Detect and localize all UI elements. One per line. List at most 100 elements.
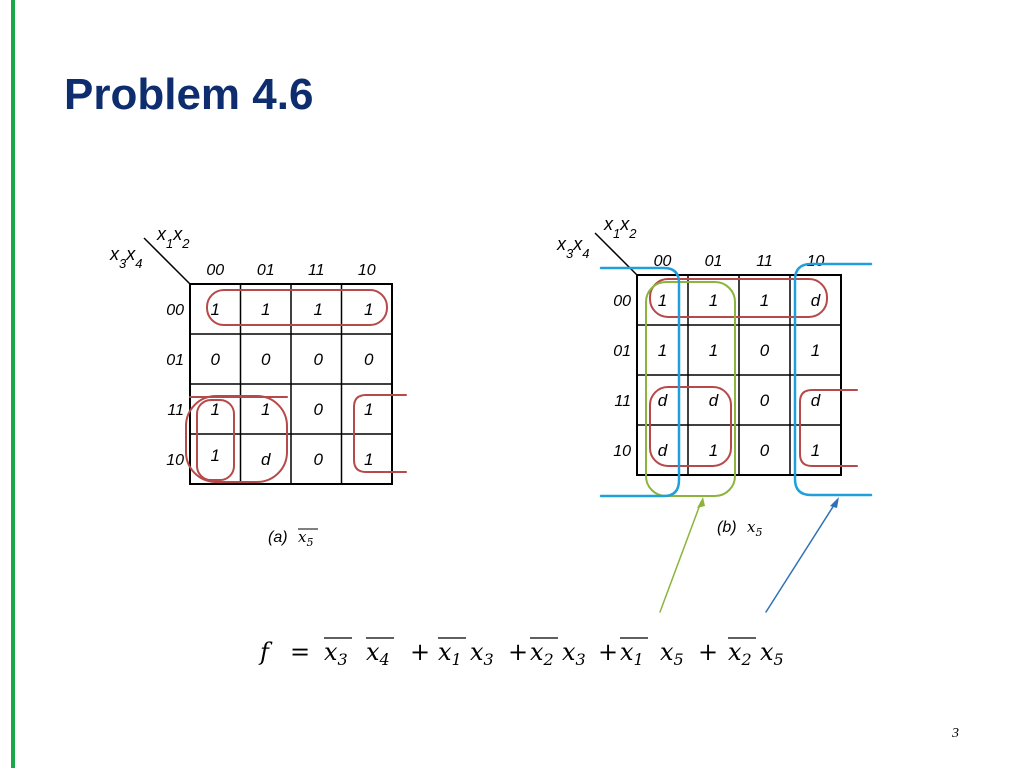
var-letter: x [298, 528, 307, 546]
var-index: 4 [379, 650, 390, 669]
equation-literal: x3 [562, 638, 586, 669]
map_b-col-label: 10 [807, 253, 825, 270]
map_a-corner-diagonal [143, 237, 191, 285]
arrow-blue [765, 501, 837, 613]
map_b-cell: 0 [760, 441, 770, 460]
equation-plus: + [598, 638, 618, 666]
var-index: 4 [135, 256, 142, 271]
map_a-cell: 1 [261, 300, 270, 319]
map_a-col-label: 00 [206, 262, 224, 279]
var-letter: x [125, 244, 136, 264]
var-letter: x [438, 638, 452, 666]
map_a-cell: 0 [261, 350, 271, 369]
map_a-cell: 0 [364, 350, 374, 369]
map-b-loop-top-row [649, 278, 828, 318]
equation-literal: x1 [620, 638, 644, 669]
map_a-cell: 0 [211, 350, 221, 369]
var-letter: x [728, 638, 742, 666]
map_a-cell: 1 [261, 400, 270, 419]
var-letter: x [470, 638, 484, 666]
map_a-col-label: 01 [257, 262, 275, 279]
map_b-cell: 1 [658, 341, 667, 360]
var-index: 5 [674, 650, 684, 669]
map-a-loop-col00-bottom [196, 399, 235, 481]
map_b-col-label: 00 [654, 253, 672, 270]
var-letter: x [747, 518, 756, 536]
var-letter: x [530, 638, 544, 666]
map_a-row-variables: x3x4 [109, 244, 142, 271]
map_b-cell: 1 [709, 441, 718, 460]
var-letter: x [660, 638, 674, 666]
var-letter: x [109, 244, 120, 264]
var-index: 5 [755, 526, 762, 539]
map-b-loop-blue-left [599, 266, 681, 498]
map_b-cell: d [658, 391, 668, 410]
equation-literal: x5 [660, 638, 684, 669]
map_a-cell: d [261, 450, 271, 469]
map_b-col-label: 11 [756, 253, 773, 270]
var-index: 3 [484, 650, 494, 669]
var-letter: x [620, 638, 634, 666]
map_a-col-label: 10 [358, 262, 376, 279]
equation-literal: x2 [728, 638, 752, 669]
map_a-cell: 1 [364, 400, 373, 419]
map_a-cell: 1 [211, 446, 220, 465]
var-letter: x [562, 638, 576, 666]
map_a-cell: 1 [364, 450, 373, 469]
var-index: 3 [566, 246, 574, 261]
map_a-row-label: 10 [166, 452, 184, 469]
map_b-cell: 1 [658, 291, 667, 310]
map_b-row-label: 11 [614, 393, 631, 410]
map_a-column-variables: x1x2 [156, 224, 190, 251]
map_a-cell: 1 [364, 300, 373, 319]
slide-accent-bar [11, 0, 15, 768]
arrow-green [659, 501, 702, 613]
map-b-loop-d-pair [649, 386, 732, 467]
var-letter: x [556, 234, 567, 254]
map-b-loop-wrap-right [799, 389, 858, 467]
map_a-row-label: 00 [166, 302, 184, 319]
map_b-row-label: 00 [613, 293, 631, 310]
map_b-cell: 1 [811, 341, 820, 360]
equation-literal: x3 [470, 638, 494, 669]
var-letter: x [619, 214, 630, 234]
var-letter: x [324, 638, 338, 666]
equation-lhs: f [258, 638, 273, 666]
equation-literal: x2 [530, 638, 554, 669]
var-index: 3 [338, 650, 348, 669]
map_a-caption-variable: x5 [298, 528, 313, 549]
var-letter: x [603, 214, 614, 234]
var-index: 1 [452, 650, 462, 669]
map-a-loop-top-row [206, 289, 388, 326]
map-b-loop-blue-right [793, 262, 873, 497]
var-index: 5 [774, 650, 784, 669]
var-index: 1 [613, 226, 620, 241]
var-index: 1 [634, 650, 644, 669]
var-letter: x [366, 638, 380, 666]
var-index: 1 [166, 236, 173, 251]
map_a-caption-label: (a) [268, 529, 288, 546]
map_b-cell: d [709, 391, 719, 410]
map_a-cell: 1 [211, 400, 220, 419]
var-letter: x [172, 224, 183, 244]
map_a-cell: 1 [211, 300, 220, 319]
arrow-green-head [697, 497, 705, 508]
equation-literal: x1 [438, 638, 462, 669]
slide-title: Problem 4.6 [64, 70, 314, 119]
arrow-blue-head [830, 497, 839, 508]
map_b-cell: 1 [811, 441, 820, 460]
map_b-cell: 0 [760, 341, 770, 360]
equation-literal: x5 [760, 638, 784, 669]
var-index: 4 [582, 246, 589, 261]
map_b-col-label: 01 [705, 253, 723, 270]
map_a-cell: 0 [314, 350, 324, 369]
var-index: 2 [181, 236, 190, 251]
map_a-cell: 0 [314, 450, 324, 469]
equation-plus: + [508, 638, 528, 666]
map-a-loop-quad [185, 395, 288, 483]
var-index: 5 [306, 536, 313, 549]
map_b-row-variables: x3x4 [556, 234, 589, 261]
map-a-loop-wrap-right [353, 394, 407, 473]
